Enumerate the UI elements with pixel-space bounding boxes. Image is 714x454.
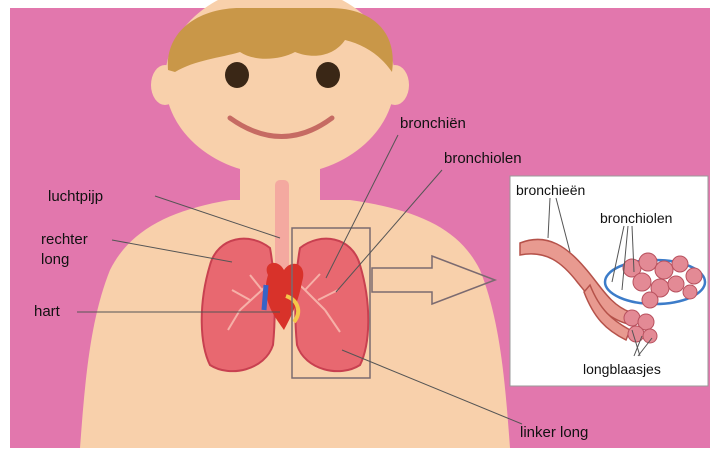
inset-label-longblaasjes: longblaasjes	[583, 360, 661, 378]
label-bronchien: bronchiën	[400, 115, 466, 133]
inset-label-bronchiolen: bronchiolen	[600, 209, 672, 227]
label-rechter-long-line2: long	[41, 251, 69, 269]
label-hart: hart	[34, 303, 60, 321]
label-rechter-long-line1: rechter	[41, 231, 88, 249]
inset-label-bronchieen: bronchieën	[516, 181, 585, 199]
left-lung	[295, 239, 368, 371]
label-linker-long: linker long	[520, 424, 588, 442]
label-bronchiolen: bronchiolen	[444, 150, 522, 168]
left-eye	[225, 62, 249, 88]
label-luchtpijp: luchtpijp	[48, 188, 103, 206]
trachea	[275, 180, 289, 270]
right-eye	[316, 62, 340, 88]
heart-vessel-blue	[264, 285, 266, 310]
